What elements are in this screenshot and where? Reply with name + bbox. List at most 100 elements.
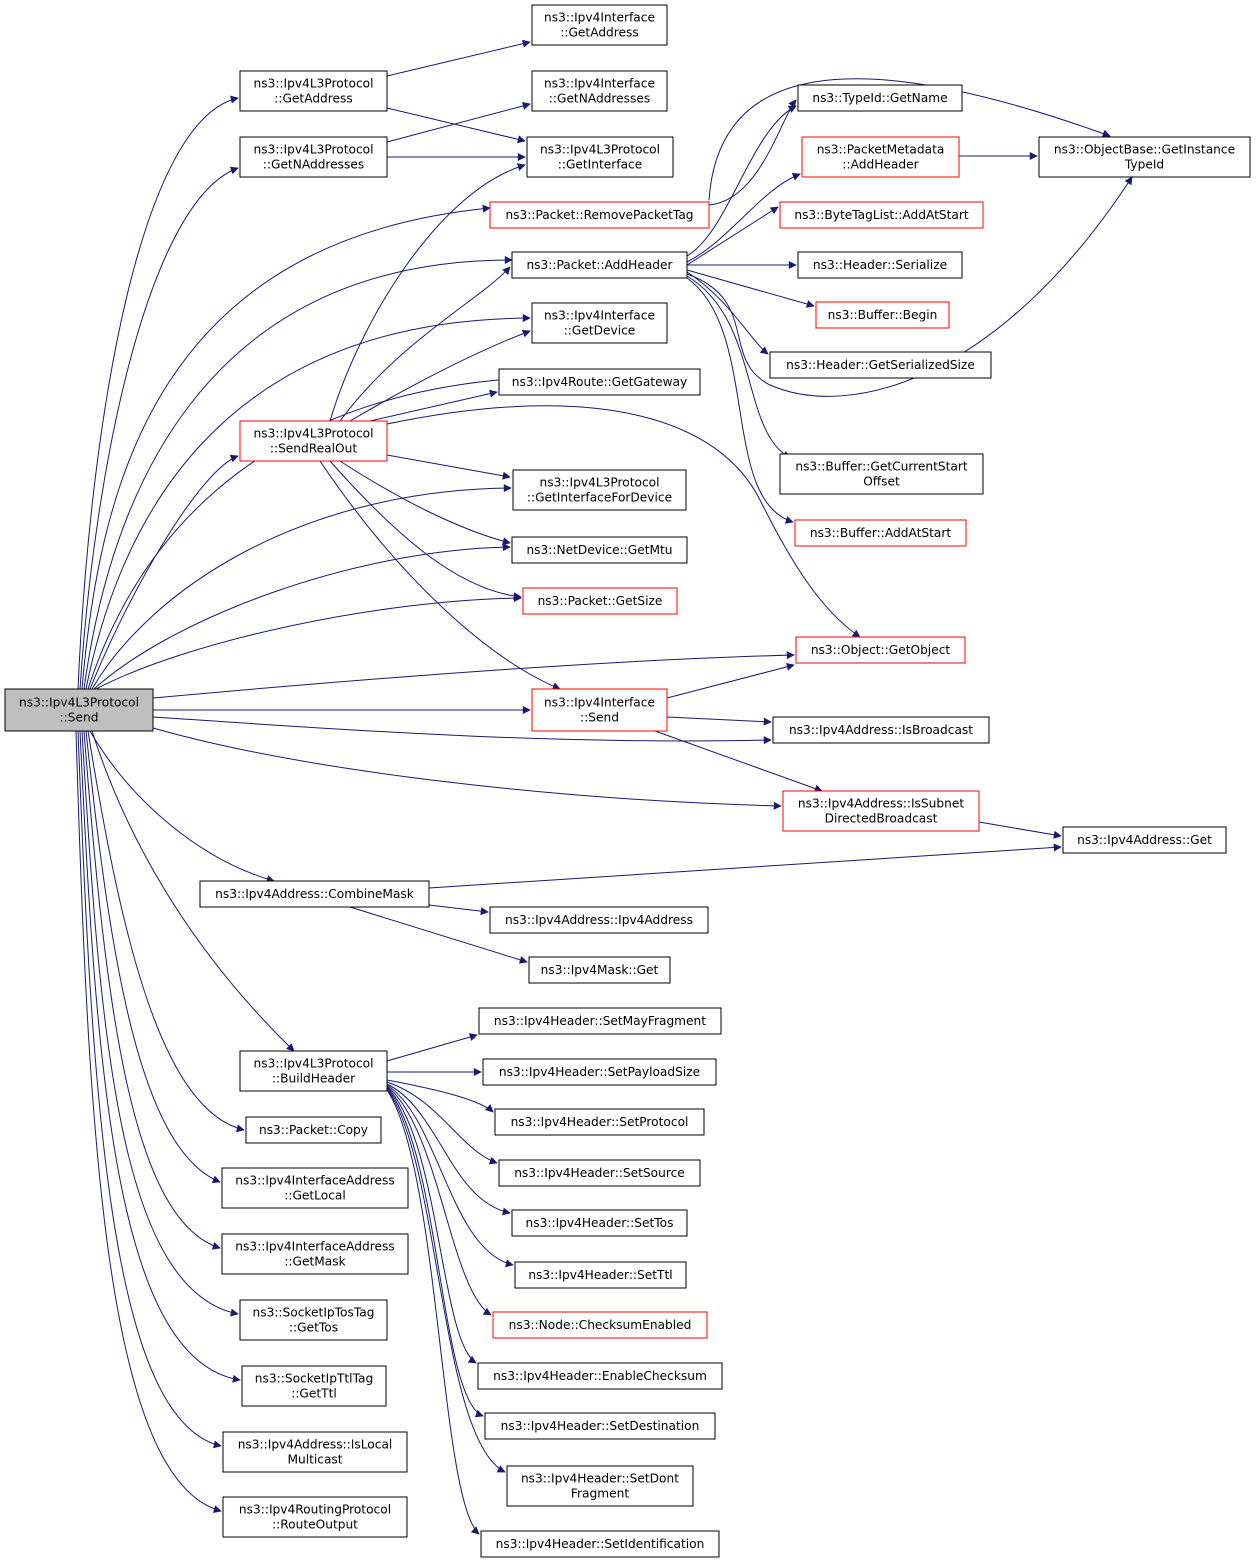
function-node-ifaddr-getlocal[interactable]: ns3::Ipv4InterfaceAddress::GetLocal	[221, 1167, 409, 1209]
call-edge	[369, 389, 498, 422]
node-box	[482, 1058, 717, 1086]
call-edge	[83, 730, 221, 1250]
call-edge	[77, 95, 239, 690]
function-node-ipv4if-send[interactable]: ns3::Ipv4Interface::Send	[531, 688, 668, 732]
node-box	[494, 1108, 705, 1136]
node-label: ns3::Packet::GetSize	[538, 594, 663, 608]
function-node-hdr-setmayfrag[interactable]: ns3::Ipv4Header::SetMayFragment	[478, 1007, 722, 1035]
node-box	[199, 880, 430, 908]
call-edge	[75, 730, 222, 1513]
call-edge	[77, 730, 222, 1449]
node-label: ns3::Ipv4Address::IsBroadcast	[789, 723, 973, 737]
function-node-addr-get[interactable]: ns3::Ipv4Address::Get	[1062, 826, 1227, 854]
function-node-hdr-setdest[interactable]: ns3::Ipv4Header::SetDestination	[484, 1412, 716, 1440]
node-box	[511, 1209, 688, 1237]
node-box	[239, 136, 388, 178]
function-node-hdr-setpayload[interactable]: ns3::Ipv4Header::SetPayloadSize	[482, 1058, 717, 1086]
node-label: ns3::Ipv4InterfaceAddress	[235, 1174, 394, 1188]
function-node-route-getgateway[interactable]: ns3::Ipv4Route::GetGateway	[498, 368, 701, 396]
node-label: ::RouteOutput	[272, 1518, 358, 1532]
node-label: ns3::Ipv4L3Protocol	[254, 77, 374, 91]
node-label: TypeId	[1124, 158, 1164, 172]
call-edge	[686, 269, 815, 308]
function-node-addr-issubnet[interactable]: ns3::Ipv4Address::IsSubnetDirectedBroadc…	[782, 790, 980, 832]
function-node-addr-ctor[interactable]: ns3::Ipv4Address::Ipv4Address	[489, 906, 709, 934]
function-node-l3-getiffordevice[interactable]: ns3::Ipv4L3Protocol::GetInterfaceForDevi…	[512, 469, 687, 511]
function-node-l3-getnaddresses[interactable]: ns3::Ipv4L3Protocol::GetNAddresses	[239, 136, 388, 178]
call-edge	[686, 271, 769, 355]
function-node-socketttl-getttl[interactable]: ns3::SocketIpTtlTag::GetTtl	[241, 1365, 387, 1407]
node-box	[528, 956, 671, 984]
call-edge	[654, 730, 823, 793]
call-edge	[686, 105, 797, 257]
function-node-hdr-setprotocol[interactable]: ns3::Ipv4Header::SetProtocol	[494, 1108, 705, 1136]
function-node-packet-addheader[interactable]: ns3::Packet::AddHeader	[511, 251, 688, 279]
node-label: ns3::PacketMetadata	[817, 143, 945, 157]
node-label: ns3::Buffer::GetCurrentStart	[795, 460, 968, 474]
function-node-pktmeta-addheader[interactable]: ns3::PacketMetadata::AddHeader	[801, 136, 960, 178]
node-label: ::GetTtl	[291, 1387, 337, 1401]
node-label: ns3::Ipv4Address::IsLocal	[238, 1438, 393, 1452]
call-edge	[708, 78, 1111, 201]
function-node-packet-copy[interactable]: ns3::Packet::Copy	[245, 1116, 382, 1144]
call-edge	[91, 484, 512, 690]
function-node-l3-getaddress[interactable]: ns3::Ipv4L3Protocol::GetAddress	[239, 70, 388, 112]
function-node-root[interactable]: ns3::Ipv4L3Protocol::Send	[4, 688, 154, 732]
function-node-netdevice-getmtu[interactable]: ns3::NetDevice::GetMtu	[511, 536, 688, 564]
function-node-hdr-enablechecksum[interactable]: ns3::Ipv4Header::EnableChecksum	[477, 1362, 723, 1390]
function-node-l3-getinterface[interactable]: ns3::Ipv4L3Protocol::GetInterface	[526, 136, 674, 178]
function-node-l3-sendrealout[interactable]: ns3::Ipv4L3Protocol::SendRealOut	[239, 420, 388, 462]
function-node-object-getobject[interactable]: ns3::Object::GetObject	[795, 636, 966, 664]
function-node-hdr-settos[interactable]: ns3::Ipv4Header::SetTos	[511, 1209, 688, 1237]
node-label: ::GetAddress	[274, 92, 352, 106]
node-box	[779, 453, 984, 495]
function-node-header-getsize[interactable]: ns3::Header::GetSerializedSize	[769, 351, 992, 379]
function-node-node-checksum[interactable]: ns3::Node::ChecksumEnabled	[492, 1311, 708, 1339]
node-label: ::AddHeader	[842, 158, 919, 172]
function-node-ipv4if-getnaddresses[interactable]: ns3::Ipv4Interface::GetNAddresses	[531, 70, 668, 112]
function-node-hdr-setttl[interactable]: ns3::Ipv4Header::SetTtl	[514, 1261, 687, 1289]
node-box	[221, 1167, 409, 1209]
call-edges	[75, 39, 1133, 1535]
function-node-l3-buildheader[interactable]: ns3::Ipv4L3Protocol::BuildHeader	[239, 1050, 388, 1092]
function-node-hdr-setsource[interactable]: ns3::Ipv4Header::SetSource	[498, 1159, 701, 1187]
node-label: ns3::ObjectBase::GetInstance	[1054, 143, 1235, 157]
function-node-bytetag-addatstart[interactable]: ns3::ByteTagList::AddAtStart	[779, 201, 984, 229]
function-node-packet-getsize[interactable]: ns3::Packet::GetSize	[522, 587, 678, 615]
function-node-header-serialize[interactable]: ns3::Header::Serialize	[797, 251, 963, 279]
call-edge	[329, 163, 526, 422]
node-label: ns3::Node::ChecksumEnabled	[509, 1318, 692, 1332]
function-node-ipv4if-getaddress[interactable]: ns3::Ipv4Interface::GetAddress	[531, 4, 668, 46]
function-node-addr-isbroadcast[interactable]: ns3::Ipv4Address::IsBroadcast	[772, 716, 990, 744]
node-box	[797, 84, 963, 112]
function-node-sockettos-gettos[interactable]: ns3::SocketIpTosTag::GetTos	[239, 1299, 388, 1341]
node-label: ns3::SocketIpTtlTag	[255, 1372, 373, 1386]
node-box	[478, 1007, 722, 1035]
function-node-mask-get[interactable]: ns3::Ipv4Mask::Get	[528, 956, 671, 984]
node-box	[531, 688, 668, 732]
function-node-routing-routeoutput[interactable]: ns3::Ipv4RoutingProtocol::RouteOutput	[222, 1496, 408, 1538]
function-node-typeid-getname[interactable]: ns3::TypeId::GetName	[797, 84, 963, 112]
node-box	[772, 716, 990, 744]
function-node-hdr-setident[interactable]: ns3::Ipv4Header::SetIdentification	[480, 1530, 720, 1558]
function-node-packet-removetag[interactable]: ns3::Packet::RemovePacketTag	[489, 201, 710, 229]
call-edge	[319, 460, 561, 690]
node-box	[511, 251, 688, 279]
function-node-buffer-begin[interactable]: ns3::Buffer::Begin	[815, 301, 950, 329]
function-node-addr-combinemask[interactable]: ns3::Ipv4Address::CombineMask	[199, 880, 430, 908]
call-edge	[428, 904, 489, 916]
node-label: ::GetInterface	[558, 158, 643, 172]
node-label: ns3::Ipv4Interface	[544, 77, 655, 91]
node-label: ns3::Header::GetSerializedSize	[786, 358, 975, 372]
node-box	[506, 1465, 694, 1507]
node-label: ns3::TypeId::GetName	[812, 91, 947, 105]
call-edge	[386, 1087, 484, 1418]
function-node-buffer-addatstart[interactable]: ns3::Buffer::AddAtStart	[794, 519, 967, 547]
function-node-ipv4if-getdevice[interactable]: ns3::Ipv4Interface::GetDevice	[531, 302, 668, 344]
node-label: ::BuildHeader	[272, 1072, 356, 1086]
function-node-ifaddr-getmask[interactable]: ns3::Ipv4InterfaceAddress::GetMask	[221, 1233, 409, 1275]
